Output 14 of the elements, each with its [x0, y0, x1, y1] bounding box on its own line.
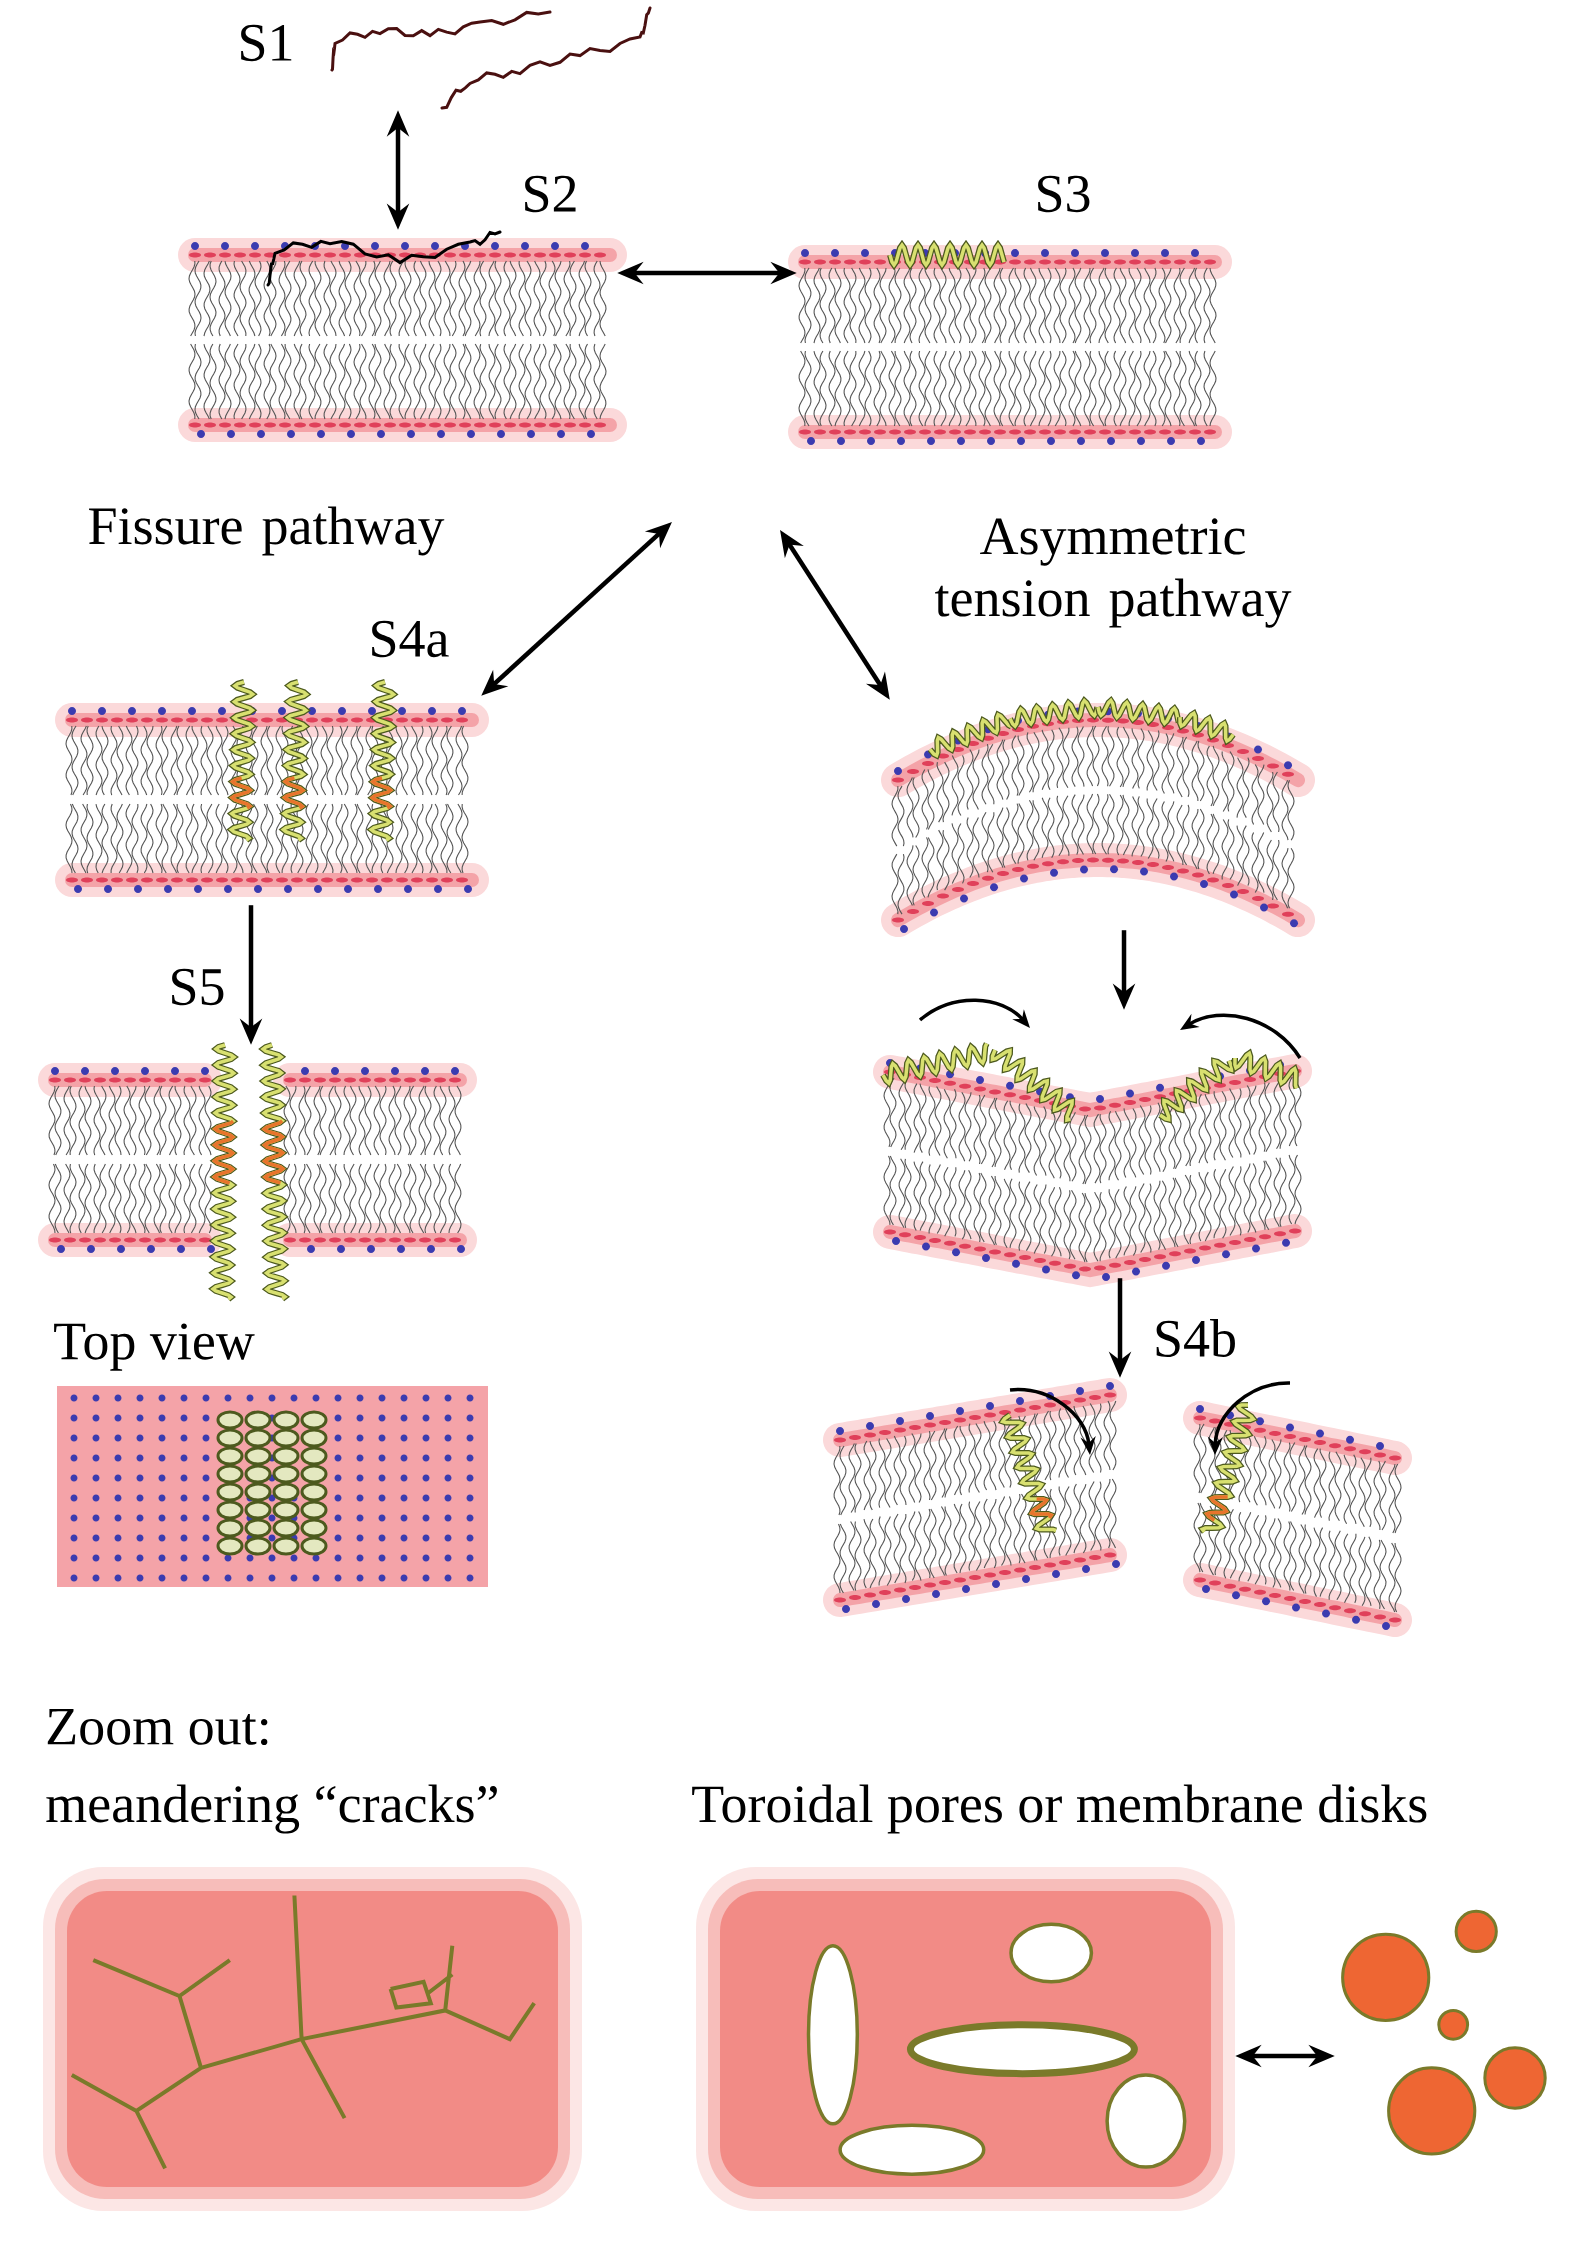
stage-label: S4b: [1156, 1319, 1235, 1357]
membrane-drawing: [881, 695, 1315, 938]
stage-label: S4a: [372, 620, 449, 658]
pathway-label: Fissure pathway: [89, 506, 445, 556]
disks-drawing: [1341, 1909, 1547, 2156]
stage-label: Top view: [54, 1323, 255, 1371]
stage-label: S1: [241, 24, 292, 62]
panel-heading: Toroidal pores or membrane disks: [692, 1784, 1427, 1834]
stage-label: S5: [172, 968, 224, 1006]
panel-heading: meandering “cracks”: [46, 1784, 497, 1834]
panel-heading: Zoom out:: [47, 1708, 268, 1746]
stage-label: S2: [525, 175, 576, 213]
stage-label: S3: [1038, 175, 1090, 213]
pathway-label: Asymmetric tension pathway: [935, 518, 1292, 628]
